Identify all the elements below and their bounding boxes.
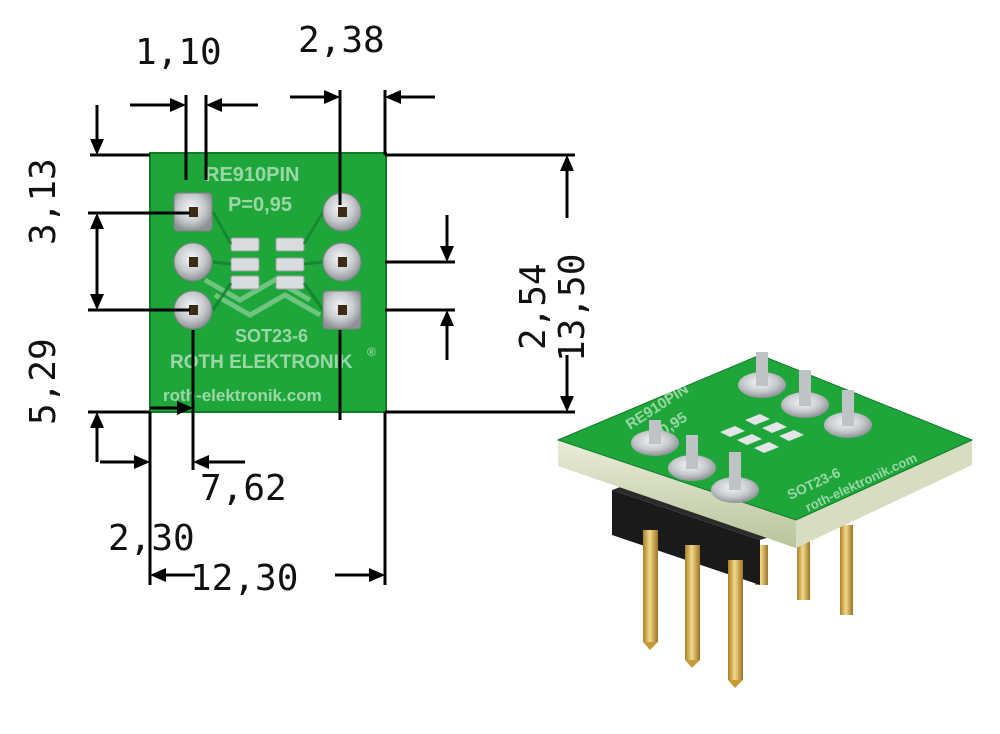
silk-website: roth-elektronik.com [163, 386, 322, 405]
product-photo: RE910PIN P=0,95 SOT23-6 roth-elektronik.… [556, 352, 974, 688]
solder-joint-3 [711, 452, 759, 503]
pcb-top-view: RE910PIN P=0,95 SOT23-6 ROTH ELEKTRONIK … [149, 152, 387, 413]
solder-joint-4 [738, 352, 786, 398]
dimension-lines [88, 90, 575, 585]
dim-label-2-54: 2,54 [513, 263, 554, 350]
pin-pad-5 [322, 242, 362, 282]
silk-brand: ROTH ELEKTRONIK [170, 352, 353, 373]
brand-logo-mark [203, 277, 322, 318]
pin-header-body [612, 490, 760, 585]
pin-pad-4 [322, 290, 362, 330]
smd-footprint [230, 237, 305, 290]
dimension-labels: 1,10 2,38 3,13 5,29 2,54 13,50 7,62 2,30… [23, 20, 593, 599]
dim-label-12-30: 12,30 [190, 558, 298, 599]
dim-label-2-38: 2,38 [298, 20, 385, 61]
solder-joint-5 [781, 370, 829, 418]
silk-package: SOT23-6 [235, 326, 308, 346]
solder-joint-6 [824, 390, 872, 438]
dim-label-3-13: 3,13 [23, 158, 64, 245]
header-pins-front [643, 530, 743, 688]
board-edge-front [558, 440, 796, 548]
silk-pitch: P=0,95 [228, 194, 292, 216]
dim-label-13-50: 13,50 [552, 254, 593, 362]
pin-pad-2 [173, 242, 213, 282]
dim-label-2-30: 2,30 [108, 518, 195, 559]
silk-brand-mark: ® [367, 345, 376, 359]
solder-joint-1 [631, 420, 679, 456]
solder-joint-2 [668, 435, 716, 481]
pin-pad-6 [322, 192, 362, 232]
dim-label-1-10: 1,10 [135, 32, 222, 73]
silk-part-name: RE910PIN [205, 164, 300, 186]
dim-label-7-62: 7,62 [200, 468, 287, 509]
photo-smd-footprint [720, 414, 804, 453]
dim-label-5-29: 5,29 [23, 338, 64, 425]
